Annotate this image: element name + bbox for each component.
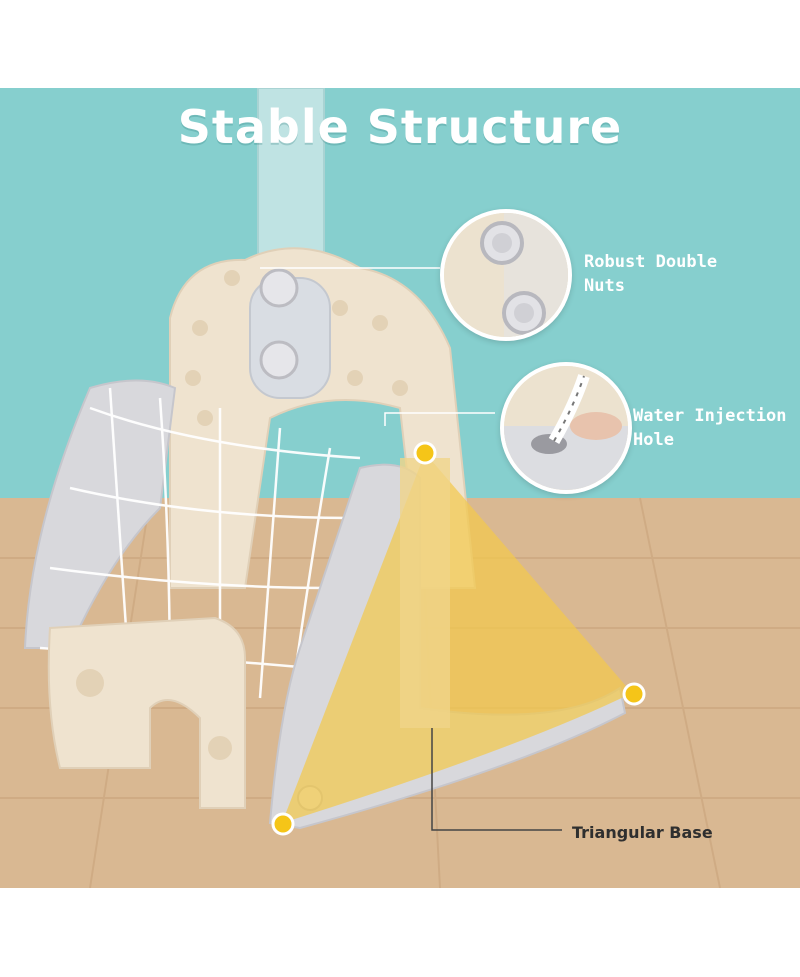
arch-frame: [169, 247, 477, 589]
callout-triangular-base: Triangular Base: [572, 823, 713, 842]
base-fin: [400, 458, 450, 728]
left-side-post: [23, 379, 177, 649]
callout-robust-double-nuts: Robust Double Nuts: [584, 252, 718, 296]
callout-water-injection-hole: Water Injection Hole: [633, 406, 787, 450]
product-scene: [0, 88, 800, 888]
base-hole: [208, 736, 232, 760]
triangle-highlight: [282, 453, 632, 823]
page-title: Stable Structure: [177, 100, 623, 154]
marker-dot-top: [413, 441, 437, 465]
nut-upper: [259, 268, 299, 308]
nuts-detail-inset: [440, 209, 572, 341]
marker-dot-right: [622, 682, 646, 706]
nut-lower: [259, 340, 299, 380]
arch-holes: [185, 270, 408, 426]
water-hole-detail-inset: [500, 362, 632, 494]
leader-lines: [260, 267, 562, 831]
base-hole: [76, 669, 104, 697]
front-base: [47, 616, 246, 809]
marker-dot-left: [271, 812, 295, 836]
product-illustration: [0, 88, 800, 888]
